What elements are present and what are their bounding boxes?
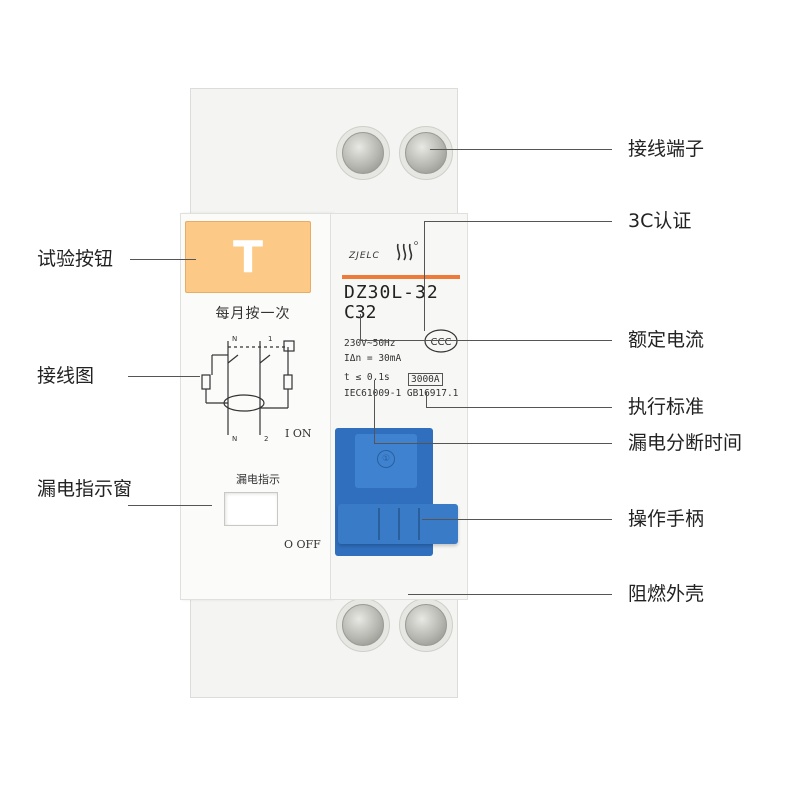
wiring-schematic: N 1 N 2 [201,335,295,443]
brand-stripe [342,275,460,279]
handle-rib [398,508,400,540]
callout-standard: 执行标准 [628,396,705,418]
callout-trip-time: 漏电分断时间 [628,432,743,454]
callout-leak-window: 漏电指示窗 [37,478,133,500]
brand-mark-icon [396,241,418,261]
terminal-screw-bottom-right [405,604,447,646]
callout-3c: 3C认证 [628,210,692,232]
ccc-mark-icon: CCC [424,329,458,353]
leader-wiring-diagram [128,376,200,377]
trip-time-spec: t ≤ 0.1s [344,372,390,383]
leader-terminal [430,149,612,150]
leader-test-button [130,259,196,260]
leader-handle [422,519,612,520]
callout-terminal: 接线端子 [628,138,705,160]
current-rating: C32 [344,302,377,323]
terminal-screw-bottom-left [342,604,384,646]
breaking-capacity-badge: 3000A [408,373,443,386]
model-number: DZ30L-32 [344,282,439,303]
leader-3c [424,221,612,222]
leader-trip-time-vertical [374,380,375,443]
leader-standard-vertical [426,392,427,407]
svg-text:2: 2 [264,435,268,443]
standard-spec: IEC61009-1 GB16917.1 [344,388,459,399]
test-button[interactable]: T [185,221,311,293]
terminal-screw-top-left [342,132,384,174]
callout-rated-current: 额定电流 [628,329,705,351]
monthly-test-text: 每月按一次 [215,306,291,322]
operating-handle[interactable] [338,504,458,544]
leader-housing [408,594,612,595]
residual-current-spec: IΔn = 30mA [344,353,402,364]
callout-handle: 操作手柄 [628,508,705,530]
handle-rib [378,508,380,540]
svg-text:CCC: CCC [431,337,452,348]
handle-mark: ① [377,450,395,468]
leader-standard [426,407,612,408]
handle-rib [418,508,420,540]
svg-text:N: N [232,335,237,343]
callout-wiring-diagram: 接线图 [37,365,95,387]
circuit-breaker: T 每月按一次 [180,88,468,698]
off-label: O OFF [284,538,321,551]
leak-indicator-window [224,492,278,526]
callout-housing: 阻燃外壳 [628,583,705,605]
leader-3c-vertical [424,221,425,331]
leader-rated-current [360,340,612,341]
leader-trip-time [374,443,612,444]
svg-text:1: 1 [268,335,272,343]
svg-text:N: N [232,435,237,443]
brand-logo: ZJELC [349,251,380,261]
leader-rated-current-vertical [360,314,361,340]
leader-leak-window [128,505,212,506]
voltage-spec: 230V~50Hz [344,338,396,349]
callout-test-button: 试验按钮 [37,248,114,270]
terminal-screw-top-right [405,132,447,174]
leak-indicator-label: 漏电指示 [236,473,280,486]
test-button-letter: T [232,232,263,283]
on-label: I ON [285,427,312,440]
